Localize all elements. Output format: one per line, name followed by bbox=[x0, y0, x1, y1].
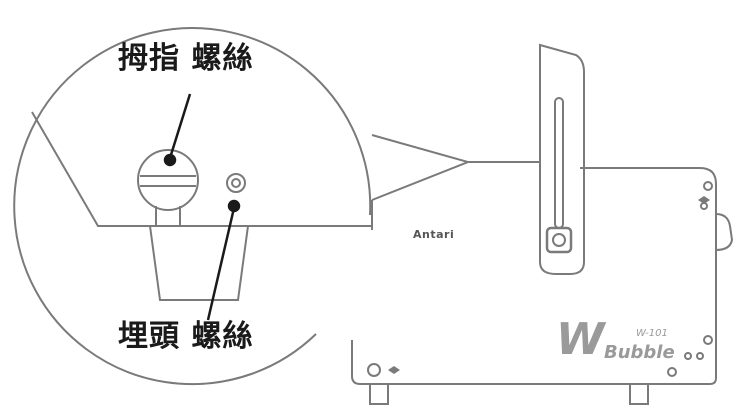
machine-foot-left bbox=[369, 384, 389, 405]
magnifier-circle bbox=[13, 27, 372, 386]
grub-screw-leader bbox=[206, 207, 236, 321]
grub-screw-dot bbox=[227, 199, 241, 213]
panel-slot bbox=[554, 97, 564, 229]
side-handle bbox=[715, 213, 734, 251]
bottom-screw-icon bbox=[367, 363, 381, 377]
grub-screw-label: 埋頭 螺絲 bbox=[118, 319, 254, 354]
thumb-screw-dot bbox=[163, 153, 177, 167]
thumb-screw-label: 拇指 螺絲 bbox=[118, 41, 254, 76]
machine-nozzle bbox=[371, 134, 472, 201]
grub-screw-icon bbox=[226, 173, 246, 193]
model-logo-name: Bubble bbox=[604, 342, 675, 363]
cutaway-bracket bbox=[149, 225, 249, 301]
machine-front-panel bbox=[539, 43, 585, 275]
model-code: W-101 bbox=[636, 328, 668, 339]
bubble-machine bbox=[351, 43, 734, 405]
brand-logo: Antari bbox=[413, 228, 455, 241]
thumb-screw-leader bbox=[168, 93, 192, 159]
leader-lines bbox=[163, 93, 241, 321]
panel-knob bbox=[545, 226, 573, 254]
machine-body bbox=[351, 161, 717, 385]
thumb-screw-icon bbox=[136, 149, 200, 211]
model-logo-letter: W bbox=[556, 314, 605, 365]
cutaway-body-line bbox=[31, 111, 372, 227]
machine-foot-right bbox=[629, 384, 649, 405]
magnifier-callout bbox=[13, 27, 372, 386]
